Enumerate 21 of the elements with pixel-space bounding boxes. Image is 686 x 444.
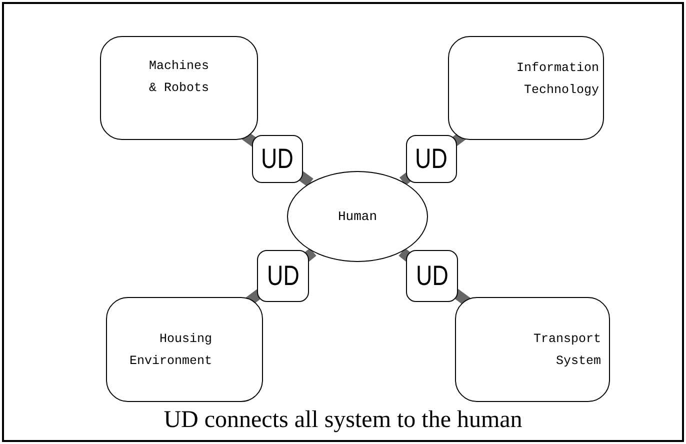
node-label: UD <box>416 262 448 290</box>
ud-box <box>406 250 458 302</box>
node-label: Information Technology <box>515 60 599 99</box>
ud-box <box>252 135 303 183</box>
connector <box>302 248 316 262</box>
ud-box <box>406 135 457 183</box>
connector <box>297 171 314 187</box>
node-label: Housing Environment <box>128 330 212 370</box>
node-label: Machines & Robots <box>148 58 210 97</box>
node-label: UD <box>415 145 448 173</box>
rounded-box <box>100 36 258 140</box>
rounded-box <box>455 297 610 402</box>
ud-box <box>257 250 309 302</box>
rounded-box <box>448 36 604 140</box>
node-label: UD <box>266 262 300 290</box>
caption: UD connects all system to the human <box>162 406 524 435</box>
node-label: Transport System <box>532 330 601 370</box>
connector <box>398 248 412 262</box>
rounded-box <box>106 297 263 402</box>
node-label: Human <box>338 208 377 226</box>
node-label: UD <box>261 145 294 173</box>
